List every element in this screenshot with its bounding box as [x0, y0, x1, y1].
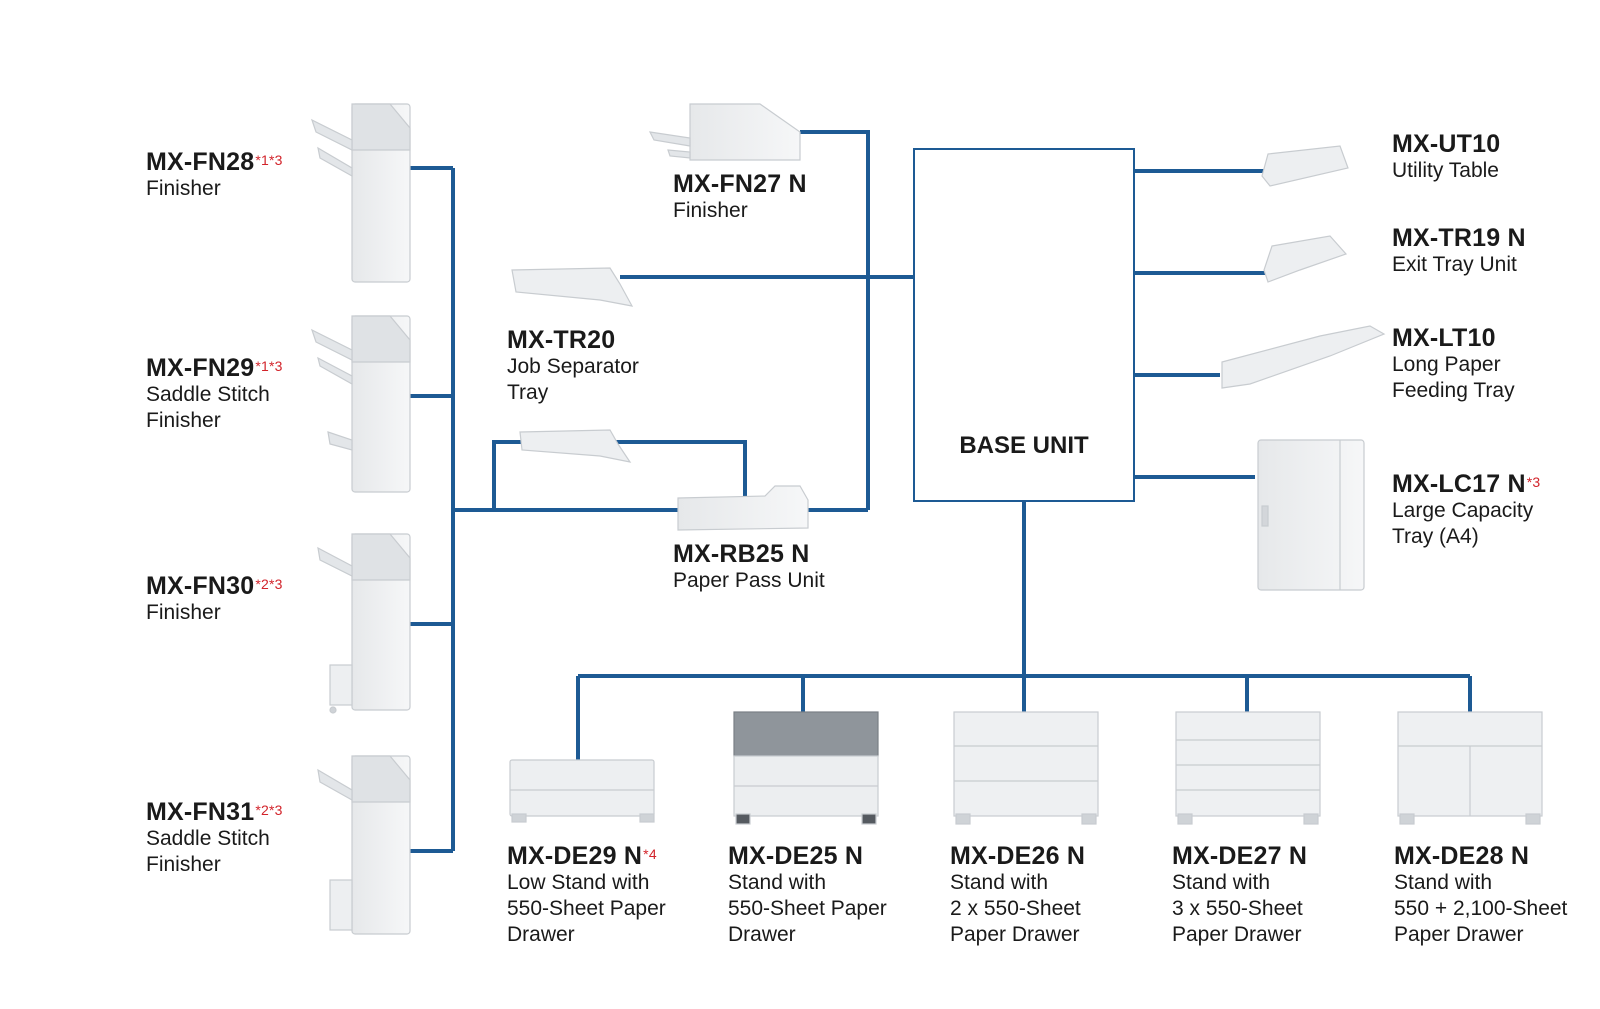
de26-desc-3: Paper Drawer — [950, 923, 1080, 946]
tr19-desc-1: Exit Tray Unit — [1392, 253, 1517, 276]
label-de28: MX-DE28 N Stand with 550 + 2,100-Sheet P… — [1394, 842, 1567, 948]
fn30-code: MX-FN30 — [146, 572, 255, 600]
label-fn27: MX-FN27 N Finisher — [673, 170, 807, 224]
de26-desc-1: Stand with — [950, 871, 1049, 894]
de29-note: *4 — [643, 846, 657, 862]
de25-desc-1: Stand with — [728, 871, 827, 894]
base-unit-label: BASE UNIT — [959, 432, 1089, 459]
fn30-note: *2*3 — [255, 576, 283, 592]
label-fn31: MX-FN31*2*3 Saddle Stitch Finisher — [146, 798, 283, 878]
de28-desc-3: Paper Drawer — [1394, 923, 1524, 946]
rb25-image — [677, 485, 809, 531]
de25-desc-2: 550-Sheet Paper — [728, 897, 887, 920]
fn31-image — [317, 755, 411, 935]
fn27-code: MX-FN27 N — [673, 170, 807, 198]
ut10-desc-1: Utility Table — [1392, 159, 1499, 182]
de28-code: MX-DE28 N — [1394, 842, 1530, 870]
tr20-loop-image — [519, 429, 632, 463]
ut10-code: MX-UT10 — [1392, 130, 1501, 158]
de27-desc-2: 3 x 550-Sheet — [1172, 897, 1303, 920]
fn28-note: *1*3 — [255, 152, 283, 168]
de29-desc-3: Drawer — [507, 923, 575, 946]
connector-fn27 — [800, 130, 870, 510]
lt10-code: MX-LT10 — [1392, 324, 1496, 352]
de27-image — [1175, 711, 1321, 825]
label-fn30: MX-FN30*2*3 Finisher — [146, 572, 283, 626]
label-de25: MX-DE25 N Stand with 550-Sheet Paper Dra… — [728, 842, 887, 948]
fn28-code: MX-FN28 — [146, 148, 255, 176]
de26-image — [953, 711, 1099, 825]
fn28-image — [310, 103, 411, 283]
de26-code: MX-DE26 N — [950, 842, 1086, 870]
lc17-note: *3 — [1526, 474, 1541, 490]
de29-desc-2: 550-Sheet Paper — [507, 897, 666, 920]
de29-image — [509, 759, 655, 823]
ut10-image — [1261, 145, 1349, 187]
fn31-note: *2*3 — [255, 802, 283, 818]
de27-desc-3: Paper Drawer — [1172, 923, 1302, 946]
tr20-code: MX-TR20 — [507, 326, 616, 354]
tr19-code: MX-TR19 N — [1392, 224, 1526, 252]
fn31-desc-1: Saddle Stitch — [146, 827, 270, 850]
de29-desc-1: Low Stand with — [507, 871, 650, 894]
fn29-code: MX-FN29 — [146, 354, 255, 382]
rb25-desc-1: Paper Pass Unit — [673, 569, 825, 592]
fn27-image — [648, 103, 801, 161]
label-fn28: MX-FN28*1*3 Finisher — [146, 148, 283, 202]
label-ut10: MX-UT10 Utility Table — [1392, 130, 1500, 184]
label-lt10: MX-LT10 Long Paper Feeding Tray — [1392, 324, 1515, 404]
lc17-code: MX-LC17 N — [1392, 470, 1526, 498]
fn27-desc-1: Finisher — [673, 199, 748, 222]
label-de29: MX-DE29 N*4 Low Stand with 550-Sheet Pap… — [507, 842, 666, 948]
lc17-desc-1: Large Capacity — [1392, 499, 1534, 522]
fn29-desc-1: Saddle Stitch — [146, 383, 270, 406]
connector-rb-loop — [492, 440, 747, 510]
fn28-desc-1: Finisher — [146, 177, 221, 200]
fn29-desc-2: Finisher — [146, 409, 221, 432]
de28-desc-2: 550 + 2,100-Sheet — [1394, 897, 1568, 920]
fn30-desc-1: Finisher — [146, 601, 221, 624]
tr19-image — [1263, 235, 1348, 283]
label-fn29: MX-FN29*1*3 Saddle Stitch Finisher — [146, 354, 283, 434]
lt10-desc-1: Long Paper — [1392, 353, 1501, 376]
fn30-image — [317, 533, 411, 714]
tr20-desc-1: Job Separator — [507, 355, 639, 378]
tr20-image — [511, 267, 634, 307]
de28-desc-1: Stand with — [1394, 871, 1493, 894]
de26-desc-2: 2 x 550-Sheet — [950, 897, 1081, 920]
fn29-image — [310, 315, 411, 493]
lc17-desc-2: Tray (A4) — [1392, 525, 1479, 548]
tr20-desc-2: Tray — [507, 381, 549, 404]
de25-code: MX-DE25 N — [728, 842, 864, 870]
lt10-desc-2: Feeding Tray — [1392, 379, 1515, 402]
fn29-note: *1*3 — [255, 358, 283, 374]
label-de27: MX-DE27 N Stand with 3 x 550-Sheet Paper… — [1172, 842, 1307, 948]
lt10-image — [1221, 325, 1386, 389]
de28-image — [1397, 711, 1543, 825]
base-unit-box: BASE UNIT — [913, 148, 1135, 502]
label-rb25: MX-RB25 N Paper Pass Unit — [673, 540, 825, 594]
de25-image — [733, 711, 879, 825]
de29-code: MX-DE29 N — [507, 842, 643, 870]
label-de26: MX-DE26 N Stand with 2 x 550-Sheet Paper… — [950, 842, 1085, 948]
de25-desc-3: Drawer — [728, 923, 796, 946]
de27-desc-1: Stand with — [1172, 871, 1271, 894]
label-tr20: MX-TR20 Job Separator Tray — [507, 326, 639, 406]
fn31-desc-2: Finisher — [146, 853, 221, 876]
label-lc17: MX-LC17 N*3 Large Capacity Tray (A4) — [1392, 470, 1540, 550]
rb25-code: MX-RB25 N — [673, 540, 810, 568]
de27-code: MX-DE27 N — [1172, 842, 1308, 870]
label-tr19: MX-TR19 N Exit Tray Unit — [1392, 224, 1526, 278]
fn31-code: MX-FN31 — [146, 798, 255, 826]
lc17-image — [1257, 439, 1365, 591]
